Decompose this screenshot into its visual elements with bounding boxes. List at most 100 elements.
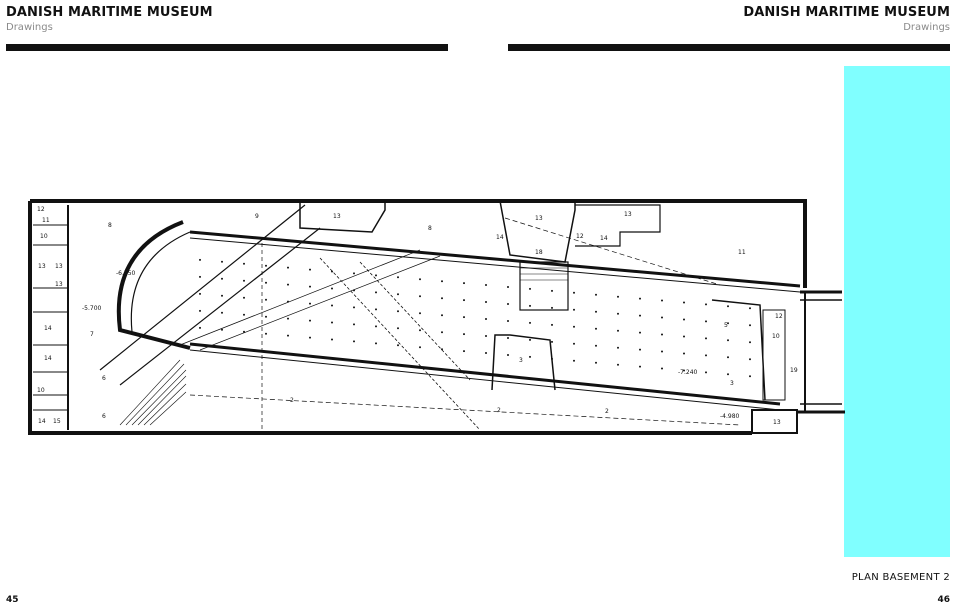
header-left-subtitle: Drawings	[6, 22, 53, 33]
room-15: 15	[53, 418, 61, 425]
column-dot	[617, 312, 619, 315]
column-dot	[529, 304, 531, 307]
column-dot	[705, 320, 707, 323]
column-dot	[485, 335, 487, 337]
column-dot	[265, 332, 267, 335]
column-dot	[639, 331, 641, 334]
column-dot	[375, 308, 377, 311]
header-right-title: DANISH MARITIME MUSEUM	[743, 5, 950, 20]
column-dot	[397, 310, 399, 313]
column-dot	[397, 276, 399, 279]
room-12: 12	[37, 206, 45, 213]
column-dot	[419, 295, 421, 298]
room-10c: 10	[772, 333, 780, 340]
column-dot	[661, 333, 663, 336]
room-13e: 13	[535, 215, 543, 222]
column-dot	[353, 306, 355, 309]
column-dot	[221, 294, 223, 297]
column-dot	[375, 274, 377, 277]
column-dot	[551, 357, 553, 360]
column-dot	[705, 303, 707, 306]
column-dot	[507, 320, 509, 322]
column-dot	[507, 354, 509, 356]
column-dot	[199, 292, 201, 295]
column-dot	[199, 258, 201, 261]
column-dot	[221, 277, 223, 280]
column-dot	[595, 361, 597, 364]
column-dot	[463, 316, 465, 319]
column-grid	[199, 258, 751, 378]
column-dot	[309, 268, 311, 271]
column-dot	[287, 283, 289, 286]
header-rule-right	[508, 44, 950, 51]
column-dot	[463, 299, 465, 302]
column-dot	[529, 321, 531, 324]
page-number-left: 45	[6, 595, 19, 605]
column-dot	[573, 325, 575, 328]
column-dot	[441, 314, 443, 317]
column-dot	[485, 318, 487, 320]
plan-outline	[28, 199, 845, 435]
column-dot	[727, 356, 729, 359]
level-marker-1: -5.700	[82, 305, 102, 312]
room-11b: 11	[738, 249, 746, 256]
column-dot	[749, 375, 751, 378]
column-dot	[573, 291, 575, 294]
column-dot	[397, 327, 399, 330]
column-dot	[463, 350, 465, 353]
room-2a: 2	[290, 397, 294, 404]
column-dot	[661, 299, 663, 302]
column-dot	[353, 323, 355, 326]
column-dot	[595, 310, 597, 313]
column-dot	[749, 358, 751, 361]
room-12b: 12	[576, 233, 584, 240]
column-dot	[397, 344, 399, 347]
room-2b: 2	[497, 407, 501, 414]
column-dot	[221, 328, 223, 331]
room-10: 10	[40, 233, 48, 240]
room-13g: 13	[773, 419, 781, 426]
room-13c: 13	[55, 281, 63, 288]
column-dot	[419, 346, 421, 349]
column-dot	[749, 341, 751, 344]
column-dot	[287, 266, 289, 269]
column-dot	[617, 363, 619, 366]
room-14a: 14	[44, 325, 52, 332]
room-14c: 14	[38, 418, 46, 425]
column-dot	[727, 305, 729, 308]
column-dot	[639, 365, 641, 368]
room-13d: 13	[333, 213, 341, 220]
column-dot	[287, 334, 289, 337]
column-dot	[661, 350, 663, 353]
column-dot	[683, 369, 685, 372]
room-14d: 14	[496, 234, 504, 241]
column-dot	[441, 297, 443, 300]
room-7: 7	[90, 331, 94, 338]
column-dot	[551, 323, 553, 326]
header-left-title: DANISH MARITIME MUSEUM	[6, 5, 213, 20]
column-dot	[419, 329, 421, 332]
column-dot	[375, 342, 377, 345]
room-14e: 14	[600, 235, 608, 242]
column-dot	[419, 312, 421, 315]
column-dot	[375, 325, 377, 328]
column-dot	[221, 260, 223, 263]
column-dot	[683, 301, 685, 304]
column-dot	[595, 327, 597, 330]
column-dot	[243, 313, 245, 316]
column-dot	[617, 295, 619, 298]
column-dot	[529, 287, 531, 290]
column-dot	[485, 284, 487, 286]
column-dot	[441, 280, 443, 283]
column-dot	[507, 286, 509, 288]
column-dot	[529, 338, 531, 341]
column-dot	[287, 300, 289, 303]
column-dot	[749, 307, 751, 310]
column-dot	[243, 296, 245, 299]
column-dot	[683, 352, 685, 355]
column-dot	[441, 331, 443, 334]
level-marker-4: -4.980	[720, 413, 740, 420]
column-dot	[507, 303, 509, 305]
column-dot	[661, 367, 663, 370]
